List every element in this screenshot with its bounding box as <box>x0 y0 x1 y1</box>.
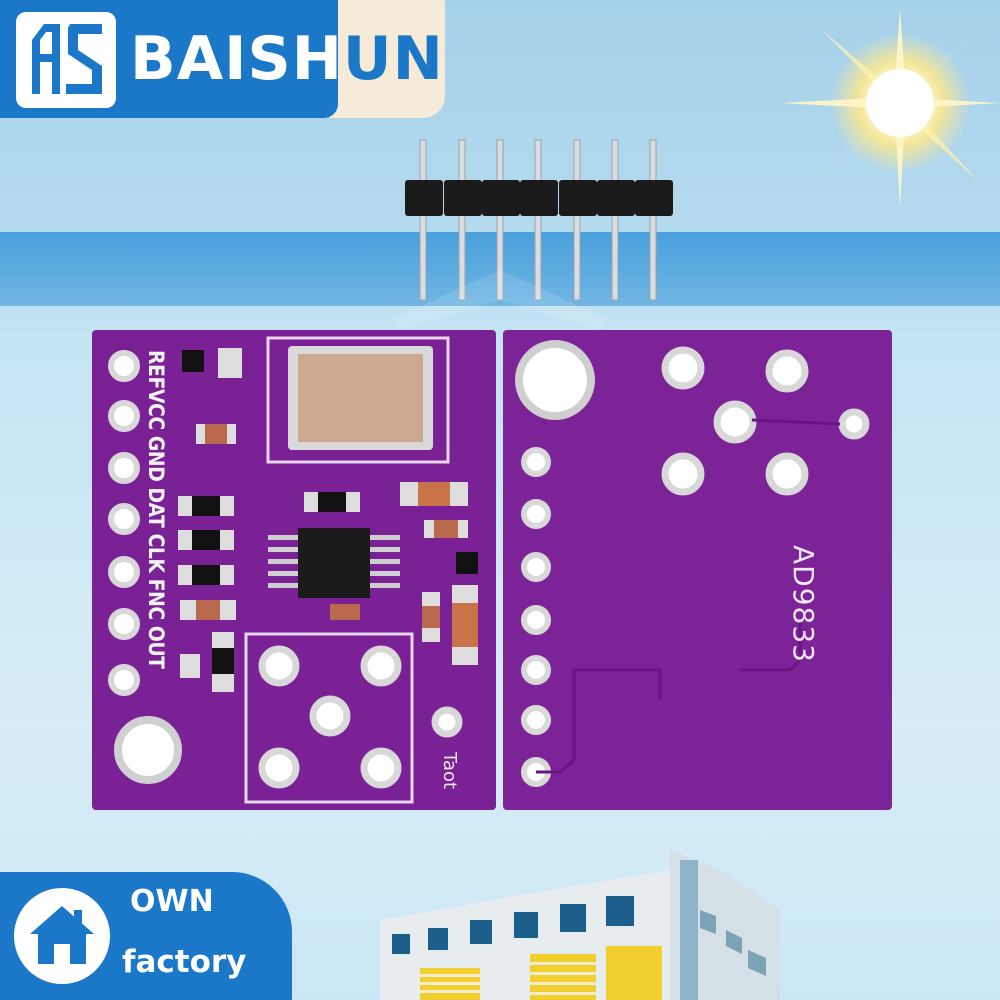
badge-line-own: OWN <box>130 884 214 919</box>
board-pin-holes <box>108 350 140 696</box>
bs-logo-icon <box>16 12 116 108</box>
brand-logo-bar: BAISHUN <box>0 0 445 118</box>
house-icon <box>30 906 94 964</box>
mounting-hole <box>114 716 182 784</box>
sun-icon <box>780 8 1000 208</box>
brand-name-part1: BAISH <box>130 24 343 94</box>
pin-header <box>405 139 673 301</box>
brand-name-part2: UN <box>342 24 444 94</box>
brand-name: BAISHUN <box>130 24 444 94</box>
pin-labels: REFVCC GND DAT CLK FNC OUT <box>144 350 168 669</box>
pcb-board-back <box>503 330 892 810</box>
factory-building-icon <box>380 850 780 1000</box>
ic-chip <box>298 528 370 598</box>
badge-line-factory: factory <box>122 944 247 980</box>
logo-accent-panel <box>330 0 445 118</box>
smd-components <box>178 348 478 692</box>
chip-name-label: AD9833 <box>787 545 820 663</box>
board-side-mark: Taot <box>439 752 460 790</box>
